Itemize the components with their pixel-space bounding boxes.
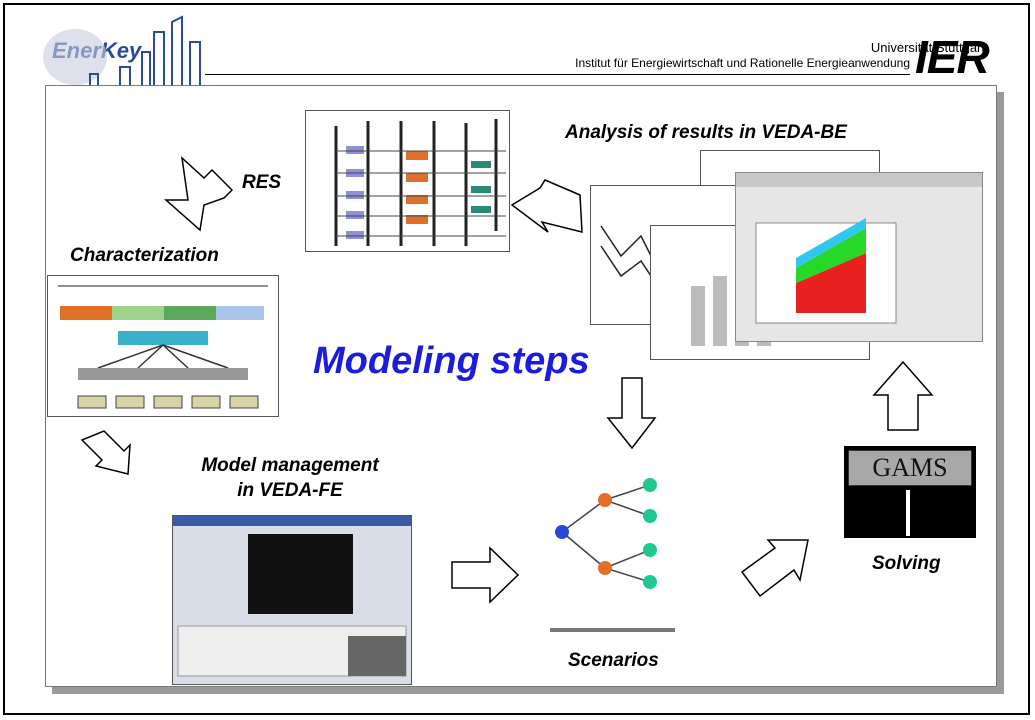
scenario-tree-image (550, 478, 675, 632)
gams-logo-text: GAMS (848, 450, 972, 486)
university-name: Universität Stuttgart (870, 40, 985, 55)
label-analysis: Analysis of results in VEDA-BE (565, 122, 847, 143)
header-rule (205, 74, 910, 75)
gams-divider (906, 490, 910, 536)
label-res: RES (242, 172, 282, 193)
arrow-model-to-scenarios (451, 546, 520, 604)
institute-name: Institut für Energiewirtschaft und Ratio… (575, 56, 910, 70)
characterization-diagram-graphic (58, 285, 268, 409)
arrow-to-gams (740, 539, 809, 598)
arrow-to-model (80, 430, 131, 475)
label-solving: Solving (872, 553, 941, 574)
res-diagram-graphic (334, 119, 506, 246)
characterization-diagram-image (47, 275, 279, 417)
arrow-to-analysis (872, 360, 934, 431)
slide-frame (3, 3, 1030, 715)
modeling-steps-title: Modeling steps (313, 340, 590, 382)
veda-fe-graphic (173, 516, 411, 677)
veda-fe-screenshot-image (172, 515, 412, 685)
arrow-to-scenarios (606, 377, 657, 450)
arrow-to-res (510, 179, 583, 233)
label-model-management-line1: Model management (201, 455, 379, 476)
area-chart-graphic (736, 173, 982, 324)
enerkey-skyline-logo (43, 15, 201, 91)
ier-logo: IER (915, 31, 990, 83)
veda-be-area-chart-image (735, 172, 983, 342)
gams-logo: GAMS (844, 446, 976, 538)
label-characterization: Characterization (70, 245, 219, 266)
res-diagram-image (305, 110, 510, 252)
arrow-res (164, 156, 234, 232)
label-model-management-line2: in VEDA-FE (237, 480, 343, 501)
label-scenarios: Scenarios (568, 650, 659, 671)
